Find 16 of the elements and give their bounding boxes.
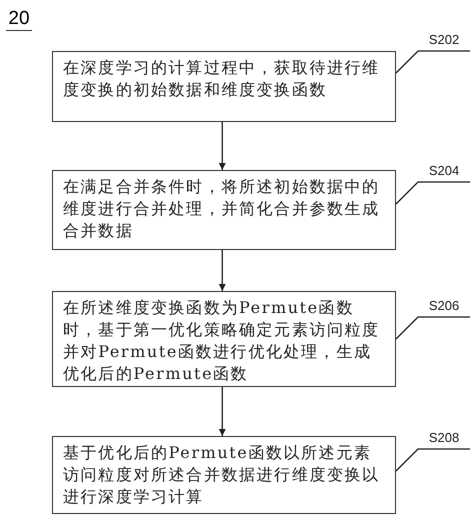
process-box: 在满足合并条件时，将所述初始数据中的维度进行合并处理，并简化合并参数生成合并数据 (52, 170, 396, 250)
process-box: 在所述维度变换函数为Permute函数时，基于第一优化策略确定元素访问粒度并对Permute函数进行优化处理，生成优化后的Permute函数 (52, 291, 396, 387)
arrow (218, 122, 226, 170)
arrow (218, 387, 226, 436)
step-label: S206 (418, 299, 470, 317)
leader-line (396, 50, 470, 74)
leader-line (396, 316, 470, 340)
arrow (218, 250, 226, 291)
figure-number: 20 (6, 8, 32, 31)
process-box: 基于优化后的Permute函数以所述元素访问粒度对所述合并数据进行维度变换以进行深度学习计算 (52, 436, 396, 514)
leader-line (396, 448, 470, 472)
step-label: S204 (418, 164, 470, 182)
step-label: S208 (418, 431, 470, 449)
process-box: 在深度学习的计算过程中，获取待进行维度变换的初始数据和维度变换函数 (52, 51, 396, 122)
leader-line (396, 181, 470, 204)
step-label: S202 (418, 33, 470, 51)
